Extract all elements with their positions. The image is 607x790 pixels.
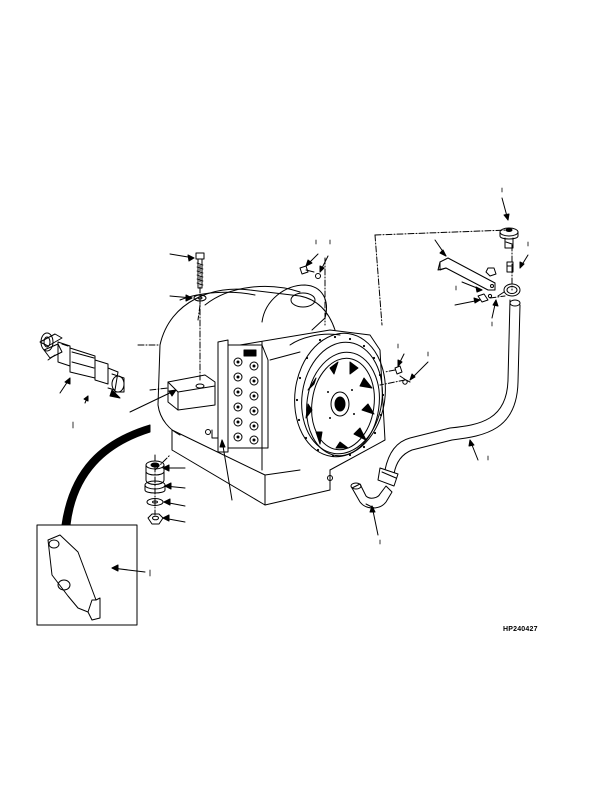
mount-isolator: [144, 460, 166, 494]
washer-lower: [146, 498, 164, 506]
top-bolt: [193, 252, 207, 302]
elbow-fitting: [350, 482, 393, 509]
figure-id-label: HP240427: [503, 626, 538, 633]
detail-callout-box: [36, 524, 138, 626]
fill-tube: [377, 299, 521, 487]
flex-plate: [305, 351, 380, 457]
nut-lower: [147, 513, 164, 525]
tube-nut-right: [485, 267, 497, 277]
clamp-screw: [477, 293, 493, 303]
mount-bracket: [167, 374, 216, 411]
drive-shaft: [39, 332, 125, 399]
valve-body-plate: [205, 339, 269, 453]
tube-clamp: [497, 283, 521, 297]
tube-bracket: [437, 257, 496, 291]
lifting-lug: [261, 284, 327, 331]
detail-callout-leader: [61, 424, 151, 526]
transmission-housing: [157, 284, 386, 506]
drain-plug: [327, 475, 333, 481]
flange-bolt-top: [299, 265, 321, 279]
flange-bolt-right: [394, 365, 411, 385]
callout-arrows: [59, 197, 529, 573]
breather-cap: [499, 227, 519, 249]
small-fitting: [506, 261, 514, 273]
callout-index-marks: [72, 187, 529, 577]
